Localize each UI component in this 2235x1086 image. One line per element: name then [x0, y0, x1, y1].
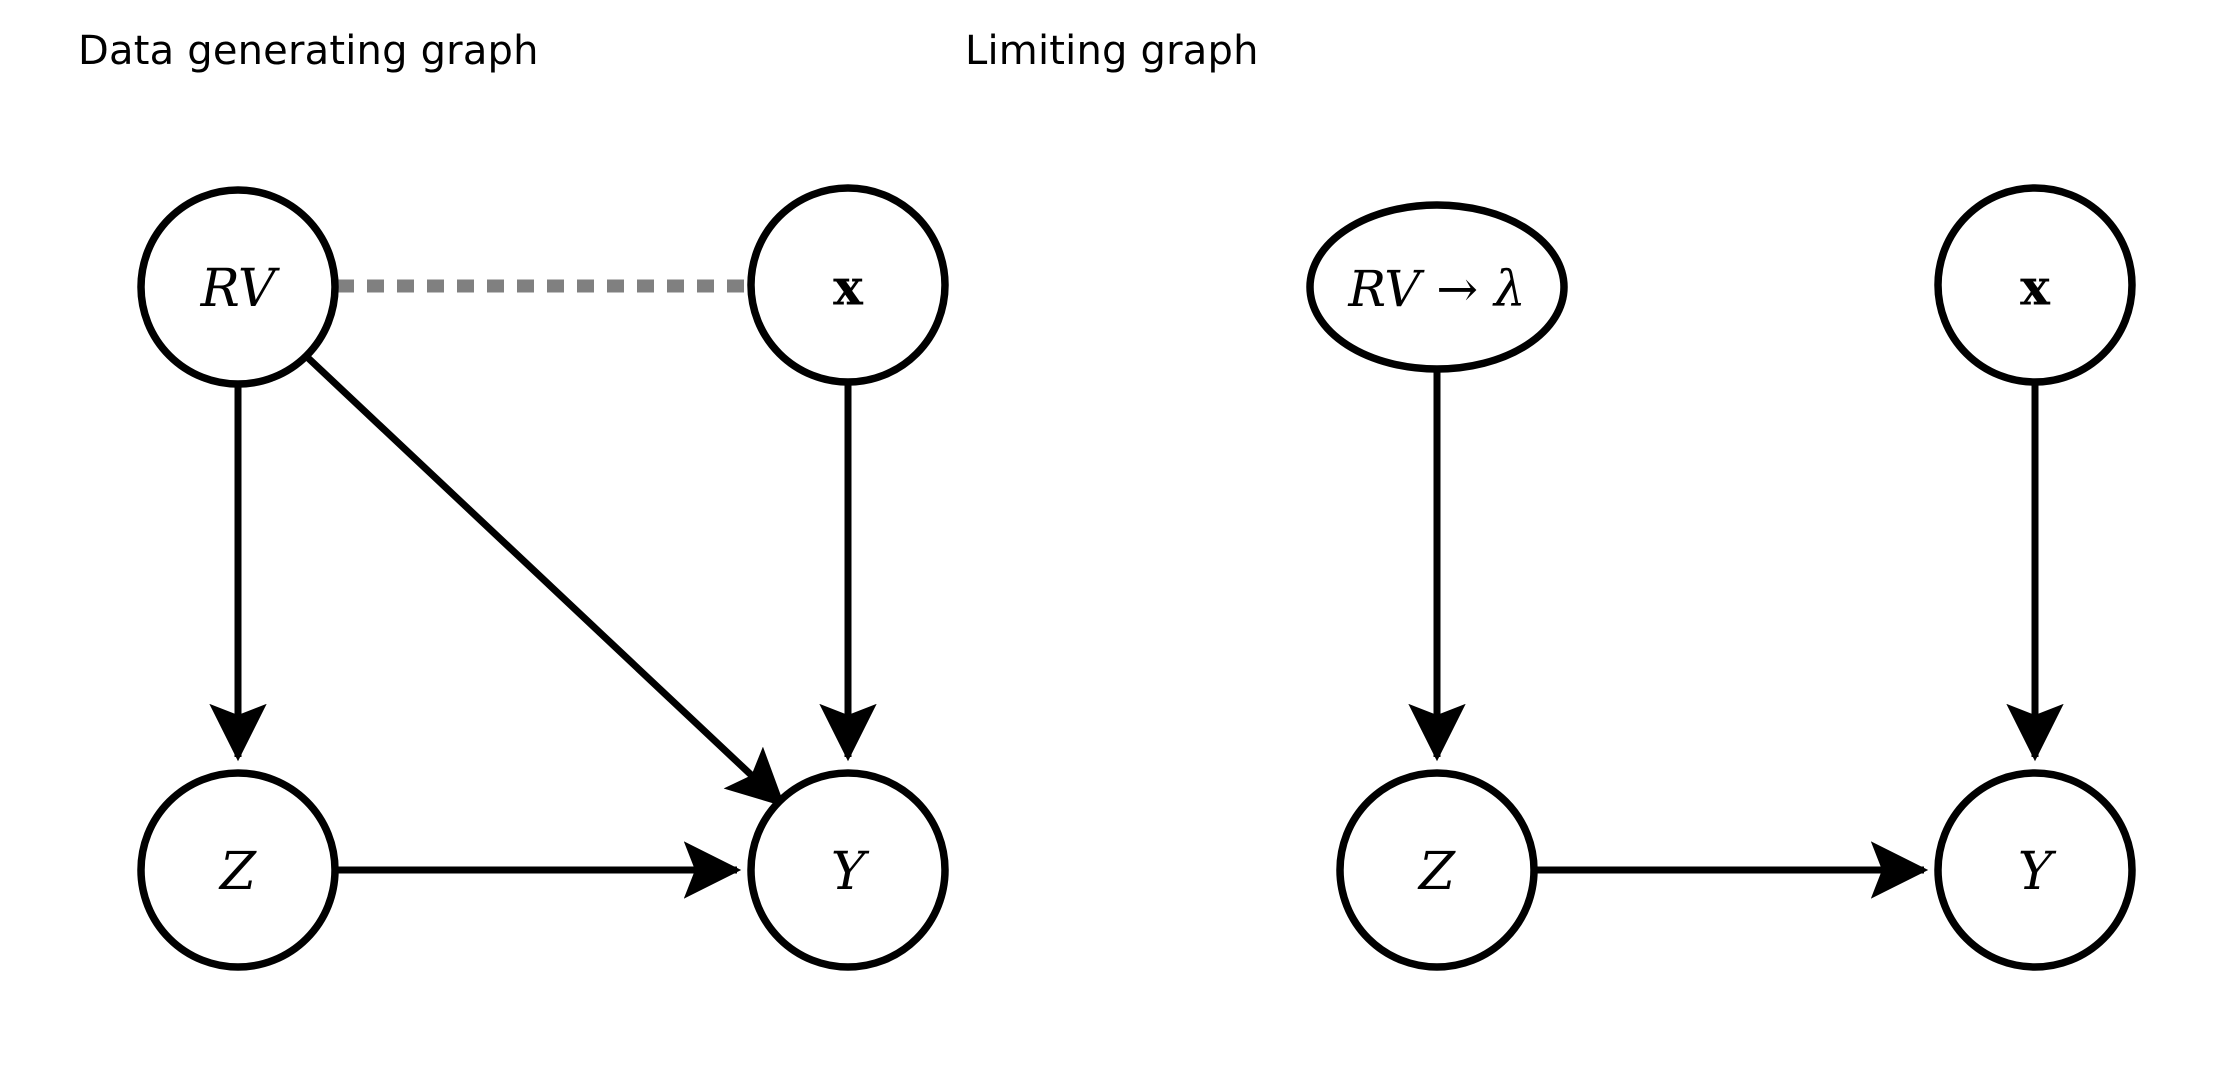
node-z-label: Z — [218, 842, 257, 902]
node-z[interactable]: Z — [137, 769, 339, 971]
node-rv-outline — [137, 186, 339, 388]
node-y-label: Y — [831, 842, 870, 902]
node-z2-label: Z — [1417, 842, 1456, 902]
node-y2[interactable]: Y — [1934, 769, 2136, 971]
node-x-label: x — [833, 258, 864, 317]
edge-rv-to-y — [303, 353, 786, 807]
node-rv[interactable]: RV — [137, 186, 339, 388]
node-x2[interactable]: x — [1934, 184, 2136, 386]
node-rv-lambda-outline — [1306, 201, 1568, 373]
panel-data-generating-graph: RV x Z Y — [137, 184, 949, 971]
node-y2-outline — [1934, 769, 2136, 971]
node-y2-label: Y — [2018, 842, 2057, 902]
panel-title-data-generating-graph: Data generating graph — [78, 28, 539, 74]
panel-limiting-graph: RV → λ x Z Y — [1306, 184, 2136, 971]
node-x2-outline — [1934, 184, 2136, 386]
node-x-outline — [747, 184, 949, 386]
node-y[interactable]: Y — [747, 769, 949, 971]
node-z2-outline — [1336, 769, 1538, 971]
node-z2[interactable]: Z — [1336, 769, 1538, 971]
node-y-outline — [747, 769, 949, 971]
panel-title-limiting-graph: Limiting graph — [965, 28, 1259, 74]
node-x2-label: x — [2020, 258, 2051, 317]
node-x[interactable]: x — [747, 184, 949, 386]
node-rv-lambda[interactable]: RV → λ — [1306, 201, 1568, 373]
node-rv-label: RV — [200, 259, 280, 319]
node-rv-lambda-label: RV → λ — [1347, 260, 1525, 318]
node-z-outline — [137, 769, 339, 971]
